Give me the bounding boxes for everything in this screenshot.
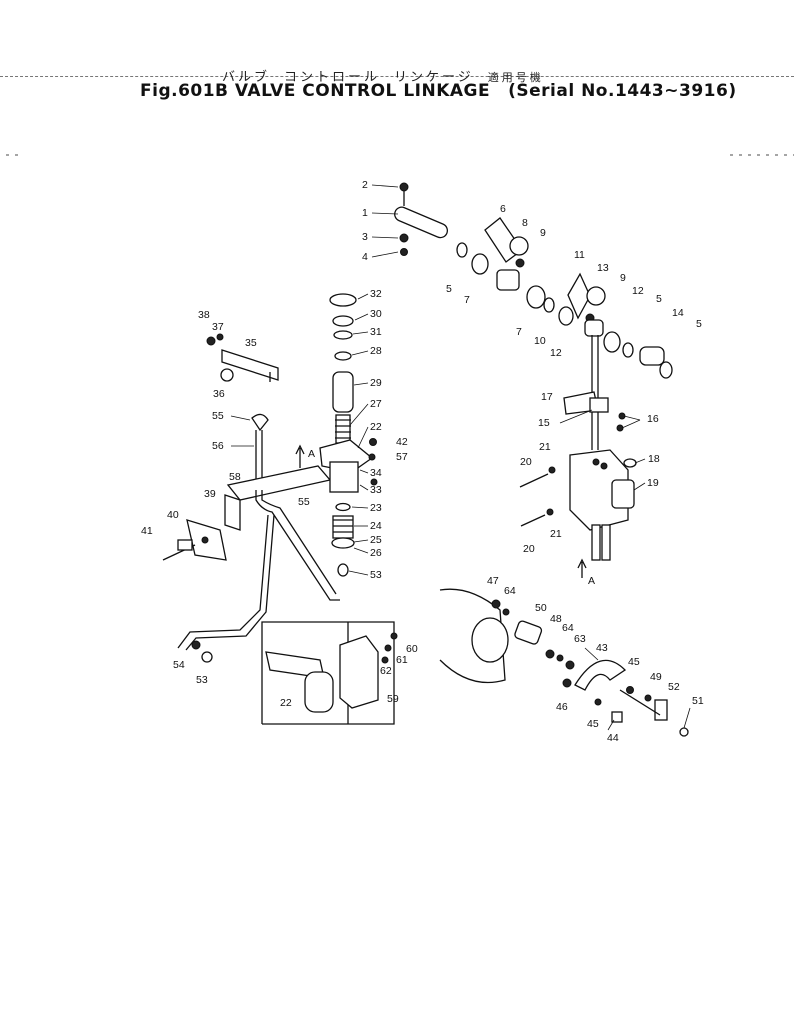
detail-inset — [261, 621, 398, 725]
callout-13: 13 — [597, 262, 609, 274]
callout-27: 27 — [370, 398, 382, 410]
callout-52: 52 — [668, 681, 680, 693]
top-shaft-assembly — [394, 182, 673, 379]
figure-title: Fig.601B VALVE CONTROL LINKAGE (Serial No… — [140, 81, 737, 101]
callout-6: 6 — [500, 203, 506, 215]
callout-42: 42 — [396, 436, 408, 448]
lever-bracket — [162, 333, 332, 561]
callout-16: 16 — [647, 413, 659, 425]
callout-17: 17 — [541, 391, 553, 403]
serial-range: (Serial No.1443~3916) — [508, 81, 737, 101]
jp-title-linkage: リンケージ — [394, 70, 474, 85]
callout-2: 2 — [362, 179, 368, 191]
callout-56: 56 — [212, 440, 224, 452]
callout-33: 33 — [370, 484, 382, 496]
callout-50: 50 — [535, 602, 547, 614]
callout-14: 14 — [672, 307, 684, 319]
callout-7-top: 7 — [464, 294, 470, 306]
jp-title-control: コントロール — [284, 70, 381, 85]
callout-46: 46 — [556, 701, 568, 713]
callout-34: 34 — [370, 467, 382, 479]
pilot-valve-stack — [319, 293, 378, 577]
callout-38-top: 38 — [198, 309, 210, 321]
callout-3: 3 — [362, 231, 368, 243]
jp-title-valve: バルブ — [222, 70, 271, 85]
callout-25: 25 — [370, 534, 382, 546]
callout-45-upper: 45 — [628, 656, 640, 668]
callout-53-main: 53 — [370, 569, 382, 581]
callout-7-mid: 7 — [516, 326, 522, 338]
callout-60: 60 — [406, 643, 418, 655]
callout-59: 59 — [387, 693, 399, 705]
callout-45-lower: 45 — [587, 718, 599, 730]
callout-54: 54 — [173, 659, 185, 671]
callout-58: 58 — [229, 471, 241, 483]
callout-12-right: 12 — [632, 285, 644, 297]
callout-61: 61 — [396, 654, 408, 666]
japanese-title: バルブコントロールリンケージ適用号機 — [222, 66, 544, 85]
callout-49: 49 — [650, 671, 662, 683]
callout-30: 30 — [370, 308, 382, 320]
callout-labels: 2 1 3 4 5 7 6 8 9 7 10 12 11 13 9 12 5 1… — [141, 179, 704, 744]
callout-5-mid: 5 — [656, 293, 662, 305]
callout-19: 19 — [647, 477, 659, 489]
control-valve-block — [519, 335, 637, 561]
callout-12-left: 12 — [550, 347, 562, 359]
callout-51: 51 — [692, 695, 704, 707]
callout-20-upper: 20 — [520, 456, 532, 468]
callout-40: 40 — [167, 509, 179, 521]
callout-15: 15 — [538, 417, 550, 429]
view-marker-lower-label: A — [588, 575, 595, 587]
callout-53-lower: 53 — [196, 674, 208, 686]
callout-20-lower: 20 — [523, 543, 535, 555]
callout-32: 32 — [370, 288, 382, 300]
callout-4: 4 — [362, 251, 368, 263]
callout-47: 47 — [487, 575, 499, 587]
callout-64-upper: 64 — [504, 585, 516, 597]
callout-9-upper: 9 — [540, 227, 546, 239]
callout-55-left: 55 — [212, 410, 224, 422]
callout-63: 63 — [574, 633, 586, 645]
callout-28: 28 — [370, 345, 382, 357]
callout-37: 37 — [212, 321, 224, 333]
leader-lines — [230, 184, 691, 731]
callout-26: 26 — [370, 547, 382, 559]
callout-44: 44 — [607, 732, 619, 744]
callout-41: 41 — [141, 525, 153, 537]
callout-39: 39 — [204, 488, 216, 500]
view-marker-lower: A — [577, 558, 595, 587]
callout-64-lower: 64 — [562, 622, 574, 634]
callout-1: 1 — [362, 207, 368, 219]
callout-21-lower: 21 — [550, 528, 562, 540]
figure-title-text: Fig.601B VALVE CONTROL LINKAGE — [140, 81, 491, 101]
callout-9-lower: 9 — [620, 272, 626, 284]
callout-22-detail: 22 — [280, 697, 292, 709]
callout-55-lower: 55 — [298, 496, 310, 508]
lower-right-assembly — [439, 588, 689, 737]
callout-8: 8 — [522, 217, 528, 229]
view-marker-upper: A — [295, 444, 315, 468]
callout-21-upper: 21 — [539, 441, 551, 453]
callout-5-right: 5 — [696, 318, 702, 330]
callout-29: 29 — [370, 377, 382, 389]
view-marker-upper-label: A — [308, 448, 315, 460]
control-tubes — [177, 490, 340, 663]
header-rule — [0, 76, 794, 77]
callout-31: 31 — [370, 326, 382, 338]
callout-36: 36 — [213, 388, 225, 400]
callout-5-left: 5 — [446, 283, 452, 295]
callout-35: 35 — [245, 337, 257, 349]
callout-43: 43 — [596, 642, 608, 654]
callout-57: 57 — [396, 451, 408, 463]
callout-62: 62 — [380, 665, 392, 677]
callout-48: 48 — [550, 613, 562, 625]
callout-11: 11 — [574, 249, 585, 261]
callout-10: 10 — [534, 335, 546, 347]
callout-24: 24 — [370, 520, 382, 532]
jp-title-serial: 適用号機 — [487, 71, 544, 84]
callout-22-main: 22 — [370, 421, 382, 433]
callout-23: 23 — [370, 502, 382, 514]
callout-18: 18 — [648, 453, 660, 465]
